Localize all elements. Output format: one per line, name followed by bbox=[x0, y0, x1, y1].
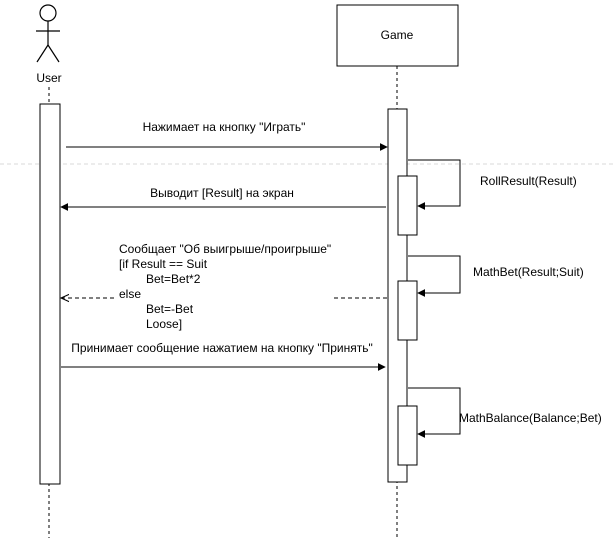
game-label: Game bbox=[381, 28, 414, 42]
self-call-arrow bbox=[408, 387, 461, 438]
message-label-background bbox=[114, 240, 332, 332]
self-call-label: MathBet(Result;Suit) bbox=[473, 265, 584, 279]
game-participant[interactable]: Game bbox=[336, 4, 459, 67]
math-bet-activation bbox=[397, 280, 418, 341]
notify-line-5: Bet=-Bet bbox=[146, 302, 194, 316]
math-balance-activation bbox=[397, 405, 418, 466]
user-actor-label: User bbox=[36, 71, 61, 85]
self-call-arrow bbox=[408, 255, 461, 297]
notify-line-1: Сообщает "Об выигрыше/проигрыше" bbox=[119, 242, 331, 256]
self-call-math-balance[interactable]: MathBalance(Balance;Bet) bbox=[408, 387, 602, 438]
self-call-label: RollResult(Result) bbox=[480, 174, 577, 188]
message-press-play[interactable]: Нажимает на кнопку "Играть" bbox=[66, 120, 388, 151]
notify-line-2: [if Result == Suit bbox=[119, 257, 208, 271]
self-call-label: MathBalance(Balance;Bet) bbox=[459, 411, 602, 425]
game-box bbox=[336, 4, 459, 67]
message-label: Нажимает на кнопку "Играть" bbox=[143, 120, 306, 134]
notify-line-6: Loose] bbox=[146, 317, 182, 331]
stick-figure-icon bbox=[36, 4, 60, 63]
self-call-roll-result[interactable]: RollResult(Result) bbox=[408, 159, 577, 210]
message-notify-result[interactable]: Сообщает "Об выигрыше/проигрыше" [if Res… bbox=[61, 240, 387, 332]
self-call-math-bet[interactable]: MathBet(Result;Suit) bbox=[408, 255, 584, 297]
message-label: Принимает сообщение нажатием на кнопку "… bbox=[71, 341, 372, 355]
notify-line-4: else bbox=[119, 287, 141, 301]
notify-line-3: Bet=Bet*2 bbox=[146, 272, 201, 286]
user-activation-bar bbox=[39, 103, 61, 485]
message-label: Выводит [Result] на экран bbox=[150, 186, 294, 200]
user-actor[interactable]: User bbox=[36, 4, 62, 85]
message-show-result[interactable]: Выводит [Result] на экран bbox=[60, 186, 386, 211]
message-accept[interactable]: Принимает сообщение нажатием на кнопку "… bbox=[61, 341, 386, 371]
roll-result-activation bbox=[397, 175, 418, 236]
self-call-arrow bbox=[408, 159, 461, 210]
